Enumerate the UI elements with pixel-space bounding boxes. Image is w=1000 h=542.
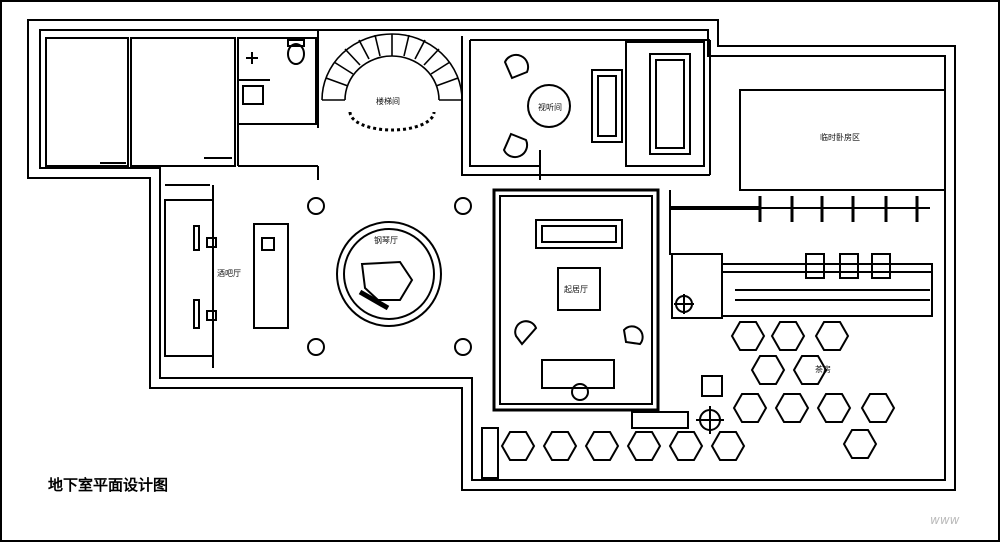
room-label-guest: 临时卧房区: [820, 132, 860, 142]
tea-counter: [481, 253, 933, 479]
room-label-living: 起居厅: [564, 285, 588, 294]
living-room: [492, 188, 660, 412]
room-label-stair: 楼梯间: [376, 96, 400, 106]
watermark: www: [930, 513, 960, 527]
room-label-bar: 酒吧厅: [217, 269, 241, 278]
bar-area: [164, 184, 289, 368]
tea-stools: [500, 321, 896, 461]
piano-columns: [307, 197, 472, 356]
outer-wall: [27, 19, 956, 491]
room-label-piano: 钢琴厅: [374, 235, 398, 245]
plan-title: 地下室平面设计图: [48, 476, 168, 494]
guest-zone: [669, 89, 946, 255]
av-room: [461, 36, 711, 180]
room-label-tea: 茶房: [815, 364, 831, 374]
top-left-rooms: [45, 30, 319, 180]
piano-platform: [336, 221, 442, 327]
spiral-staircase: [321, 33, 463, 132]
room-label-av: 视听间: [538, 102, 562, 112]
